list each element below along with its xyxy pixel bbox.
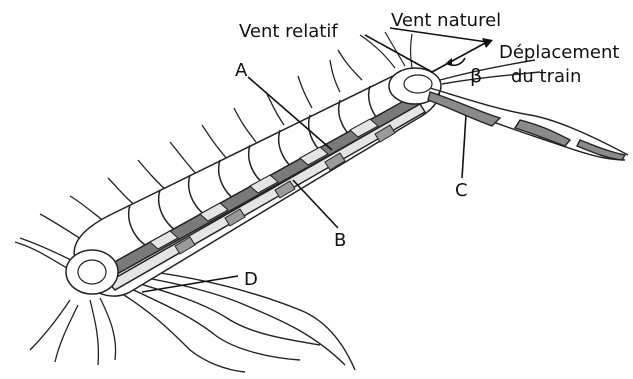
train-front-end — [66, 250, 118, 294]
leader-c — [462, 115, 466, 178]
label-deplacement-line2: du train — [511, 66, 581, 87]
train-body — [66, 68, 441, 296]
label-c: C — [455, 180, 468, 201]
label-vent-relatif: Vent relatif — [239, 21, 338, 42]
leader-b — [293, 180, 338, 228]
label-deplacement-line1: Déplacement — [499, 42, 619, 63]
vent-relatif-line — [365, 35, 432, 72]
label-b: B — [334, 230, 346, 251]
label-beta: β — [470, 65, 482, 87]
wind-vectors — [365, 28, 487, 72]
label-a: A — [235, 60, 248, 81]
label-d: D — [244, 269, 258, 290]
label-vent-naturel: Vent naturel — [391, 10, 501, 31]
